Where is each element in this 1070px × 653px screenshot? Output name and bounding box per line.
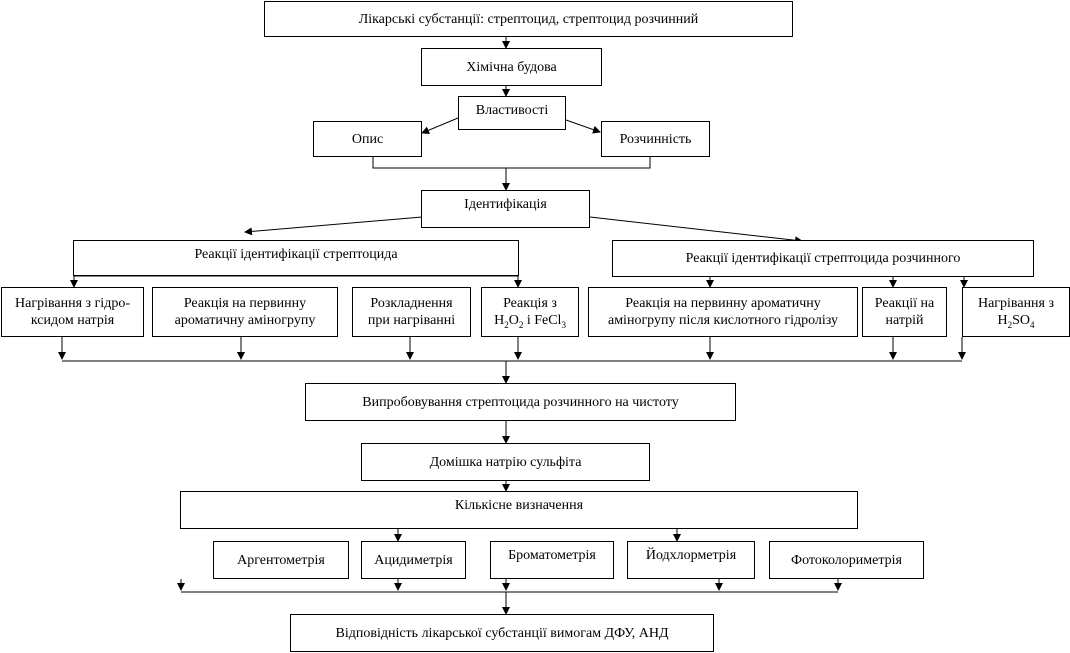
solubility-box: Розчинність xyxy=(601,121,710,157)
identification-box: Ідентифікація xyxy=(421,190,590,228)
primary-amine-line2: ароматичну аміногрупу xyxy=(174,313,316,328)
arrow-ident-left xyxy=(244,216,423,236)
heating-h2so4-formula: H2SO4 xyxy=(997,313,1035,330)
decomposition-box: Розкладнення при нагріванні xyxy=(352,287,471,337)
merge-line-1 xyxy=(372,157,651,169)
decomposition-line2: при нагріванні xyxy=(367,313,456,328)
structure-box: Хімічна будова xyxy=(421,48,602,86)
description-box: Опис xyxy=(313,121,422,157)
iodochlorometry-box: Йодхлорметрія xyxy=(627,541,755,579)
compliance-box: Відповідність лікарської субстанції вимо… xyxy=(290,614,714,652)
sulfite-box: Домішка натрію сульфіта xyxy=(361,443,650,481)
sodium-line1: Реакції на xyxy=(874,296,935,311)
primary-amine-hydrolysis-line2: аміногрупу після кислотного гідролізу xyxy=(607,313,839,328)
sodium-line2: натрій xyxy=(885,313,924,328)
heating-h2so4-box: Нагрівання з H2SO4 xyxy=(962,287,1070,337)
h2o2-fecl3-formula: H2O2 і FeCl3 xyxy=(494,313,566,330)
acidimetry-box: Ацидиметрія xyxy=(361,541,466,579)
heating-naoh-line1: Нагрівання з гідро- xyxy=(15,296,130,311)
heating-h2so4-line1: Нагрівання з xyxy=(977,296,1055,311)
arrow-properties-solubility xyxy=(565,119,601,134)
photocolorimetry-box: Фотоколориметрія xyxy=(769,541,924,579)
arrow-ident-right xyxy=(589,216,803,245)
decomposition-line1: Розкладнення xyxy=(370,296,453,311)
ident-streptocid-soluble-box: Реакції ідентифікації стрептоцида розчин… xyxy=(612,240,1034,277)
quantitative-box: Кількісне визначення xyxy=(180,491,858,529)
primary-amine-line1: Реакція на первинну xyxy=(183,296,307,311)
h2o2-fecl3-line1: Реакція з xyxy=(503,296,557,311)
primary-amine-hydrolysis-box: Реакція на первинну ароматичну аміногруп… xyxy=(588,287,858,337)
sodium-box: Реакції на натрій xyxy=(862,287,947,337)
argentometry-box: Аргентометрія xyxy=(213,541,349,579)
primary-amine-box: Реакція на первинну ароматичну аміногруп… xyxy=(152,287,338,337)
heating-naoh-line2: ксидом натрія xyxy=(30,313,115,328)
arrow-properties-description xyxy=(421,117,459,134)
heating-naoh-box: Нагрівання з гідро- ксидом натрія xyxy=(1,287,144,337)
bromatometry-box: Броматометрія xyxy=(490,541,614,579)
primary-amine-hydrolysis-line1: Реакція на первинну ароматичну xyxy=(625,296,821,311)
substances-box: Лікарські субстанції: стрептоцид, стрепт… xyxy=(264,1,793,37)
ident-streptocid-box: Реакції ідентифікації стрептоцида xyxy=(73,240,519,276)
h2o2-fecl3-box: Реакція з H2O2 і FeCl3 xyxy=(481,287,579,337)
purity-box: Випробовування стрептоцида розчинного на… xyxy=(305,383,736,421)
properties-box: Властивості xyxy=(458,96,566,130)
